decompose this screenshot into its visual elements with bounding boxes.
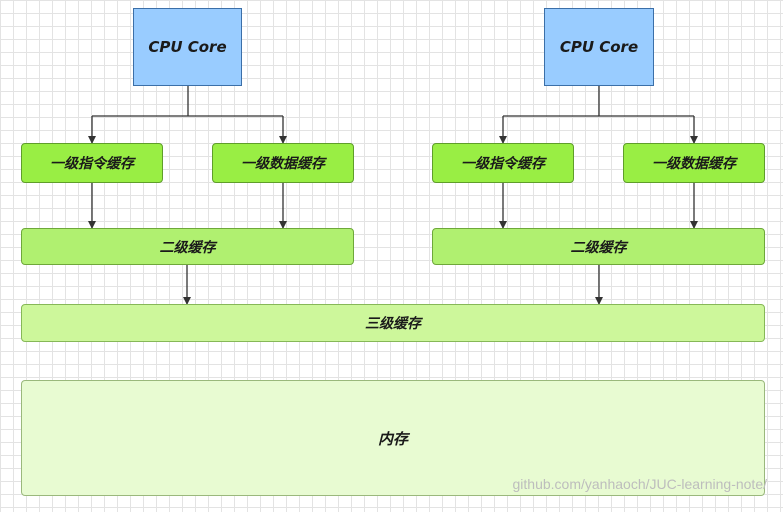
- right-l1-instruction-cache-label: 一级指令缓存: [461, 156, 545, 172]
- right-l1-instruction-cache-box: 一级指令缓存: [432, 143, 574, 183]
- left-l2-cache-label: 二级缓存: [159, 239, 216, 256]
- left-cpu-core-box: CPU Core: [133, 8, 242, 86]
- left-l2-cache-box: 二级缓存: [21, 228, 354, 265]
- right-l1-data-cache-label: 一级数据缓存: [652, 156, 736, 172]
- right-l2-cache-label: 二级缓存: [570, 239, 627, 256]
- l3-cache-box: 三级缓存: [21, 304, 765, 342]
- watermark-url: github.com/yanhaoch/JUC-learning-note/: [512, 476, 767, 492]
- left-l1-instruction-cache-box: 一级指令缓存: [21, 143, 163, 183]
- right-cpu-core-box: CPU Core: [544, 8, 654, 86]
- right-l1-data-cache-box: 一级数据缓存: [623, 143, 765, 183]
- left-l1-data-cache-box: 一级数据缓存: [212, 143, 354, 183]
- main-memory-label: 内存: [377, 429, 408, 448]
- main-memory-box: 内存: [21, 380, 765, 496]
- right-l2-cache-box: 二级缓存: [432, 228, 765, 265]
- right-cpu-core-label: CPU Core: [559, 38, 639, 56]
- left-l1-instruction-cache-label: 一级指令缓存: [50, 156, 134, 172]
- l3-cache-label: 三级缓存: [365, 316, 421, 332]
- left-cpu-core-label: CPU Core: [148, 38, 227, 56]
- left-l1-data-cache-label: 一级数据缓存: [241, 156, 325, 172]
